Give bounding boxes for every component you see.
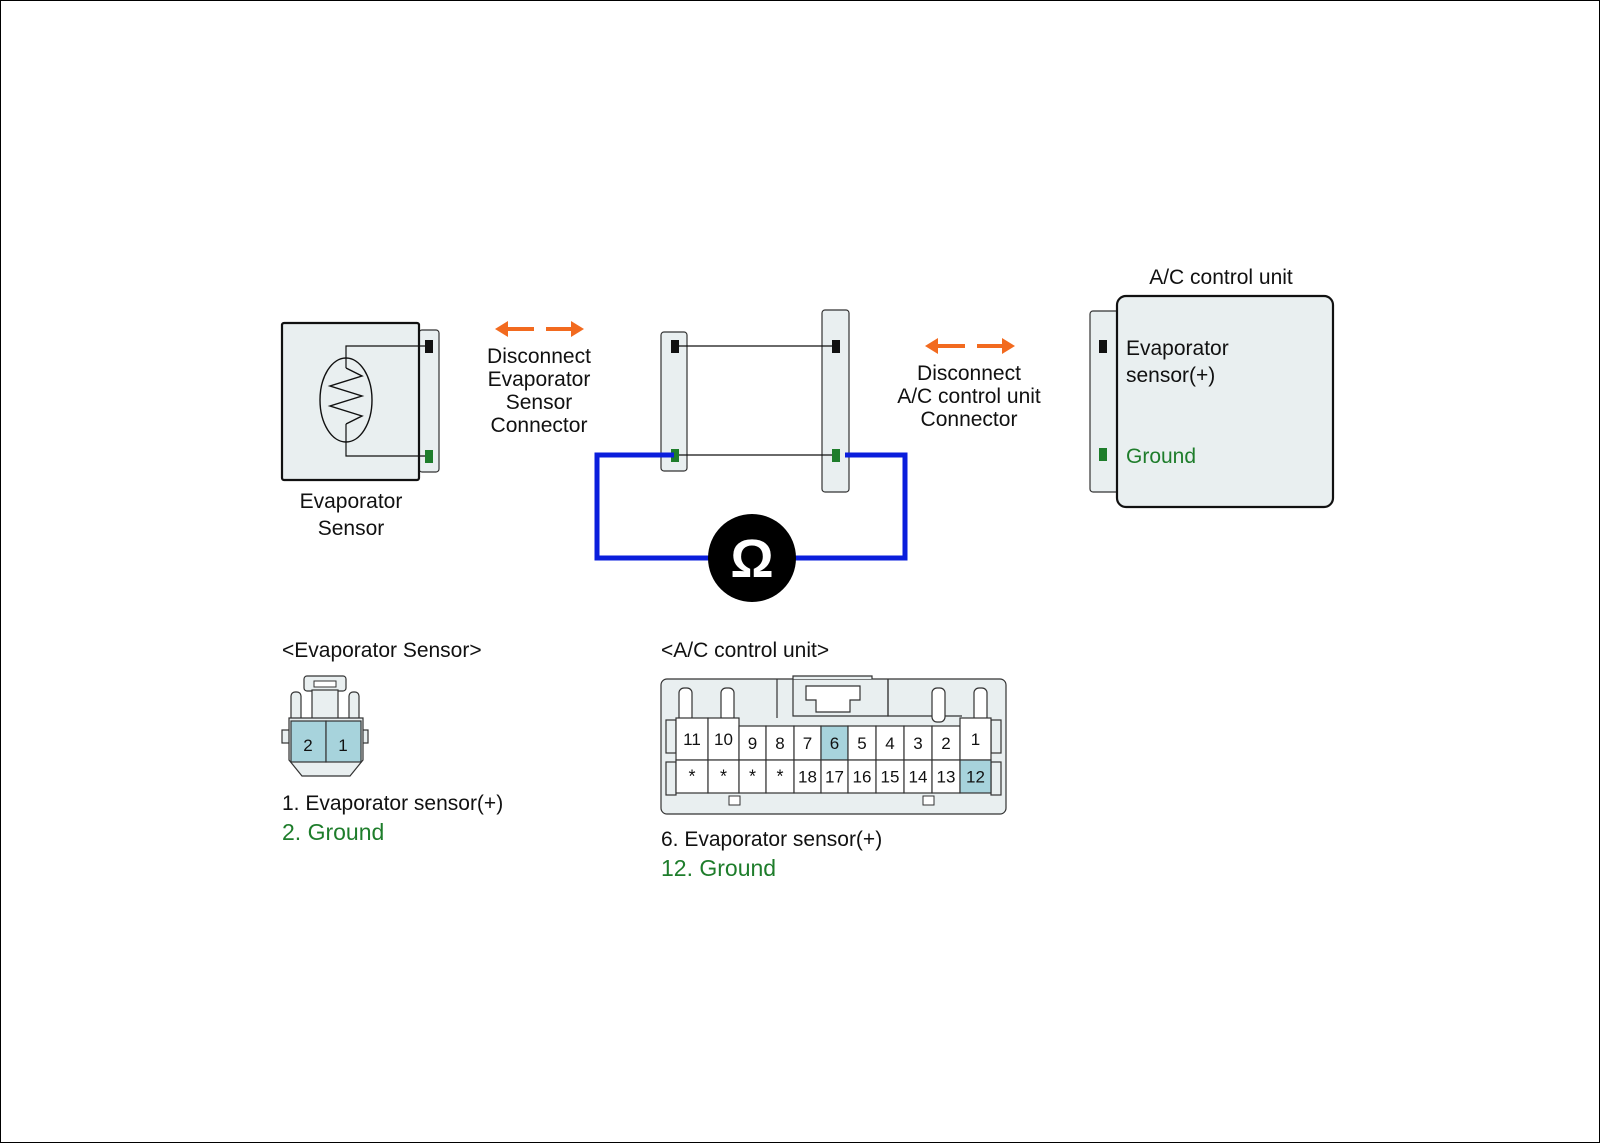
sensor-connector-legend: 1. Evaporator sensor(+) 2. Ground [282, 792, 503, 845]
acu-legend-item-1: 6. Evaporator sensor(+) [661, 828, 882, 851]
acu-pin-label: 9 [748, 734, 757, 753]
acu-pin-cell [793, 759, 822, 794]
sensor-connector-pin-1 [325, 720, 362, 763]
acu-pin-ground-label: Ground [1126, 445, 1196, 468]
acu-pin-cell [847, 725, 877, 761]
acu-pin-plus [1099, 340, 1107, 353]
acu-pin-cell [765, 725, 795, 761]
sensor-body [280, 321, 421, 482]
acu-pin-cell [959, 717, 992, 761]
harness-pin-plus-left [671, 340, 679, 353]
acu-pin-label: 17 [825, 768, 844, 787]
disconnect-acu-line2: A/C control unit [897, 385, 1041, 408]
acu-pin-label: 13 [937, 768, 956, 787]
acu-pin-cell [707, 759, 740, 794]
acu-pin-cell [959, 759, 992, 794]
ohmmeter-leads [594, 452, 908, 561]
acu-pin-label: * [749, 767, 756, 787]
evaporator-sensor: Evaporator Sensor [280, 321, 440, 540]
acu-pin-cell [675, 717, 709, 761]
acu-connector-legend: 6. Evaporator sensor(+) 12. Ground [661, 828, 882, 881]
disconnect-sensor-line3: Sensor [506, 391, 573, 414]
acu-pin-label: 5 [857, 734, 866, 753]
sensor-connector-title: <Evaporator Sensor> [282, 639, 482, 662]
acu-pin-plus-label-2: sensor(+) [1126, 364, 1215, 387]
ac-control-unit: A/C control unit Evaporator sensor(+) Gr… [1089, 266, 1335, 509]
disconnect-sensor-line4: Connector [491, 414, 588, 437]
harness-connector-sensor-side [660, 331, 688, 472]
sensor-legend-item-1: 1. Evaporator sensor(+) [282, 792, 503, 815]
disconnect-acu-note: Disconnect A/C control unit Connector [897, 362, 1041, 431]
ohmmeter-icon: Ω [708, 514, 796, 602]
acu-pin-cell [707, 717, 740, 761]
acu-pin-ground [1099, 448, 1107, 461]
harness-pin-ground-left [671, 449, 679, 462]
disconnect-sensor-note: Disconnect Evaporator Sensor Connector [487, 345, 591, 437]
acu-pin-label: 1 [971, 730, 980, 749]
harness [660, 309, 850, 493]
ohm-symbol: Ω [730, 529, 773, 589]
sensor-connector-pin-2 [290, 720, 327, 763]
acu-pin-label: 2 [941, 734, 950, 753]
sensor-connector-pin-2-label: 2 [303, 736, 312, 755]
sensor-label-2: Sensor [318, 517, 385, 540]
disconnect-arrow-sensor [495, 321, 584, 337]
acu-pin-label: * [688, 767, 695, 787]
acu-pin-label: 16 [853, 768, 872, 787]
acu-pin-label: * [720, 767, 727, 787]
harness-connector-acu-side [821, 309, 850, 493]
acu-pin-label: 12 [966, 768, 985, 787]
acu-pin-cell [903, 759, 933, 794]
acu-connector-tab [1089, 310, 1121, 493]
acu-pin-cell [675, 759, 709, 794]
acu-pin-cell [847, 759, 877, 794]
acu-pin-label: 6 [830, 734, 839, 753]
sensor-label-1: Evaporator [300, 490, 403, 513]
acu-pin-cell [820, 725, 849, 761]
thermistor-icon [319, 345, 429, 457]
acu-pin-plus-label-1: Evaporator [1126, 337, 1229, 360]
sensor-pin-plus [425, 340, 433, 353]
acu-pin-cell [738, 725, 767, 761]
harness-pin-ground-right [832, 449, 840, 462]
acu-body [1115, 294, 1335, 509]
acu-pin-label: 8 [775, 734, 784, 753]
acu-pin-label: 11 [683, 730, 701, 749]
acu-connector-title: <A/C control unit> [661, 639, 829, 662]
acu-title: A/C control unit [1149, 266, 1293, 289]
acu-pin-label: 10 [714, 730, 733, 749]
disconnect-arrow-acu [925, 338, 1015, 354]
harness-pin-plus-right [832, 340, 840, 353]
sensor-legend-item-2: 2. Ground [282, 819, 384, 845]
disconnect-acu-line3: Connector [921, 408, 1018, 431]
acu-pin-label: 3 [913, 734, 922, 753]
acu-pin-label: 4 [885, 734, 894, 753]
acu-pin-label: 18 [798, 768, 817, 787]
acu-pin-label: * [776, 767, 783, 787]
disconnect-sensor-line1: Disconnect [487, 345, 591, 368]
acu-legend-item-2: 12. Ground [661, 855, 776, 881]
acu-pin-label: 15 [881, 768, 900, 787]
sensor-connector-face: <Evaporator Sensor> 2 1 [281, 639, 482, 777]
sensor-connector-pin-1-label: 1 [338, 736, 347, 755]
acu-pin-label: 7 [803, 734, 812, 753]
acu-pin-cell [820, 759, 849, 794]
acu-pin-cell [875, 759, 905, 794]
acu-pin-cell [931, 759, 961, 794]
disconnect-acu-line1: Disconnect [917, 362, 1021, 385]
disconnect-sensor-line2: Evaporator [488, 368, 591, 391]
sensor-pin-ground [425, 450, 433, 463]
acu-pin-label: 14 [909, 768, 928, 787]
